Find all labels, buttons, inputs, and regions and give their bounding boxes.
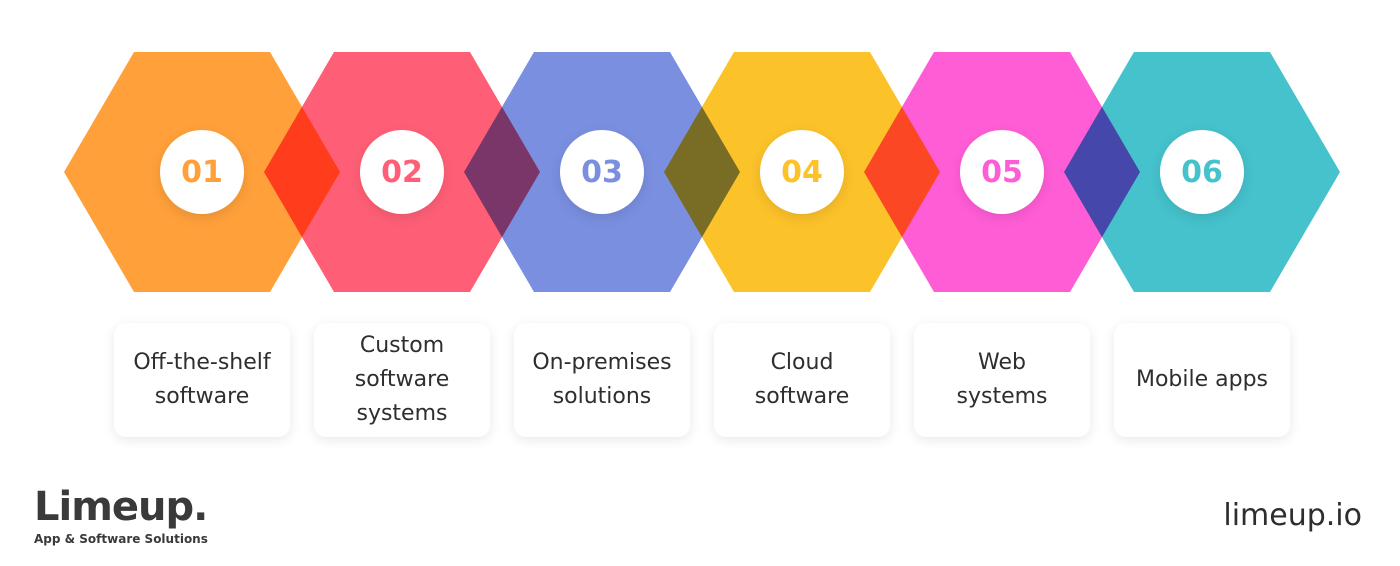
- step-label-2: Custom software systems: [354, 333, 450, 426]
- step-label-6: Mobile apps: [1135, 367, 1269, 392]
- step-number-3: 03: [560, 130, 644, 214]
- step-number-1: 01: [160, 130, 244, 214]
- step-card-6: Mobile apps: [1114, 323, 1290, 437]
- site-url: limeup.io: [1223, 498, 1362, 533]
- step-label-5: Web systems: [956, 350, 1048, 409]
- step-number-4: 04: [760, 130, 844, 214]
- step-card-3: On-premises solutions: [514, 323, 690, 437]
- step-card-5: Web systems: [914, 323, 1090, 437]
- brand-name: Limeup.: [34, 484, 208, 530]
- step-label-4: Cloud software: [754, 350, 850, 409]
- step-label-1: Off-the-shelf software: [133, 350, 271, 409]
- step-card-1: Off-the-shelf software: [114, 323, 290, 437]
- step-number-6: 06: [1160, 130, 1244, 214]
- brand-tagline: App & Software Solutions: [34, 532, 208, 546]
- step-number-5: 05: [960, 130, 1044, 214]
- step-label-3: On-premises solutions: [532, 350, 672, 409]
- step-card-2: Custom software systems: [314, 323, 490, 437]
- brand-logo: Limeup. App & Software Solutions: [34, 484, 208, 546]
- step-number-2: 02: [360, 130, 444, 214]
- step-card-4: Cloud software: [714, 323, 890, 437]
